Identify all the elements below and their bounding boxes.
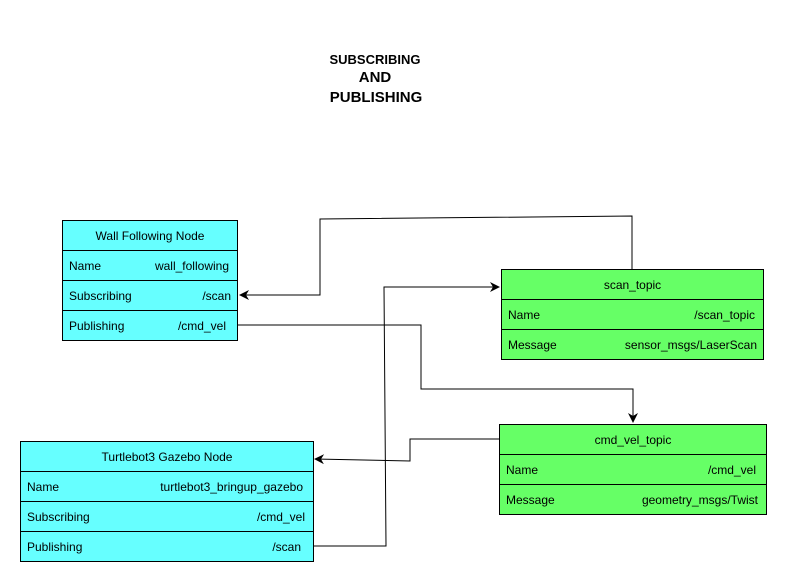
node-title: Wall Following Node xyxy=(95,228,205,243)
subscribing-label: Subscribing xyxy=(27,509,90,524)
topic-header: cmd_vel_topic xyxy=(500,425,766,455)
publishing-value: /cmd_vel xyxy=(177,319,226,333)
node-header: Turtlebot3 Gazebo Node xyxy=(21,442,313,472)
name-value: wall_following xyxy=(154,258,229,273)
node-header: Wall Following Node xyxy=(63,221,237,251)
topic-title: scan_topic xyxy=(603,277,662,292)
scan-topic-box: scan_topic Name /scan_topic Message sens… xyxy=(501,269,764,360)
topic-message-row: Message geometry_msgs/Twist xyxy=(500,485,766,515)
message-value: geometry_msgs/Twist xyxy=(641,493,758,507)
node-name-row: Name turtlebot3_bringup_gazebo xyxy=(21,472,313,502)
topic-message-row: Message sensor_msgs/LaserScan xyxy=(502,330,763,360)
message-value: sensor_msgs/LaserScan xyxy=(624,338,757,352)
subscribing-value: /scan xyxy=(202,288,231,303)
publishing-label: Publishing xyxy=(69,319,125,333)
cmd-vel-topic-box: cmd_vel_topic Name /cmd_vel Message geom… xyxy=(499,424,767,515)
message-label: Message xyxy=(508,338,557,352)
cmd-vel-to-turtlebot-connector xyxy=(314,438,499,465)
name-value: /cmd_vel xyxy=(707,462,756,477)
publishing-label: Publishing xyxy=(27,540,83,554)
scan-to-wall-following-connector xyxy=(239,215,633,300)
node-title: Turtlebot3 Gazebo Node xyxy=(101,449,233,464)
name-label: Name xyxy=(508,307,541,322)
topic-header: scan_topic xyxy=(502,270,763,300)
title-line-1: SUBSCRIBING xyxy=(329,52,421,67)
topic-title: cmd_vel_topic xyxy=(594,432,672,447)
title-line-2: AND xyxy=(358,69,392,86)
subscribing-value: /cmd_vel xyxy=(256,509,305,524)
node-name-row: Name wall_following xyxy=(63,251,237,281)
turtlebot-gazebo-node: Turtlebot3 Gazebo Node Name turtlebot3_b… xyxy=(20,441,314,562)
node-subscribing-row: Subscribing /scan xyxy=(63,281,237,311)
topic-name-row: Name /scan_topic xyxy=(502,300,763,330)
subscribing-label: Subscribing xyxy=(69,288,132,303)
message-label: Message xyxy=(506,493,555,507)
node-publishing-row: Publishing /scan xyxy=(21,532,313,562)
name-value: turtlebot3_bringup_gazebo xyxy=(160,479,303,494)
name-label: Name xyxy=(27,479,60,494)
publishing-value: /scan xyxy=(272,540,301,554)
wall-following-to-cmd-vel-connector xyxy=(238,324,638,423)
wall-following-node: Wall Following Node Name wall_following … xyxy=(62,220,238,341)
name-label: Name xyxy=(69,258,102,273)
node-subscribing-row: Subscribing /cmd_vel xyxy=(21,502,313,532)
title-line-3: PUBLISHING xyxy=(329,89,423,106)
topic-name-row: Name /cmd_vel xyxy=(500,455,766,485)
turtlebot-to-scan-connector xyxy=(314,282,500,547)
name-label: Name xyxy=(506,462,539,477)
node-publishing-row: Publishing /cmd_vel xyxy=(63,311,237,341)
diagram-title: SUBSCRIBING AND PUBLISHING xyxy=(300,52,450,108)
name-value: /scan_topic xyxy=(694,307,755,322)
